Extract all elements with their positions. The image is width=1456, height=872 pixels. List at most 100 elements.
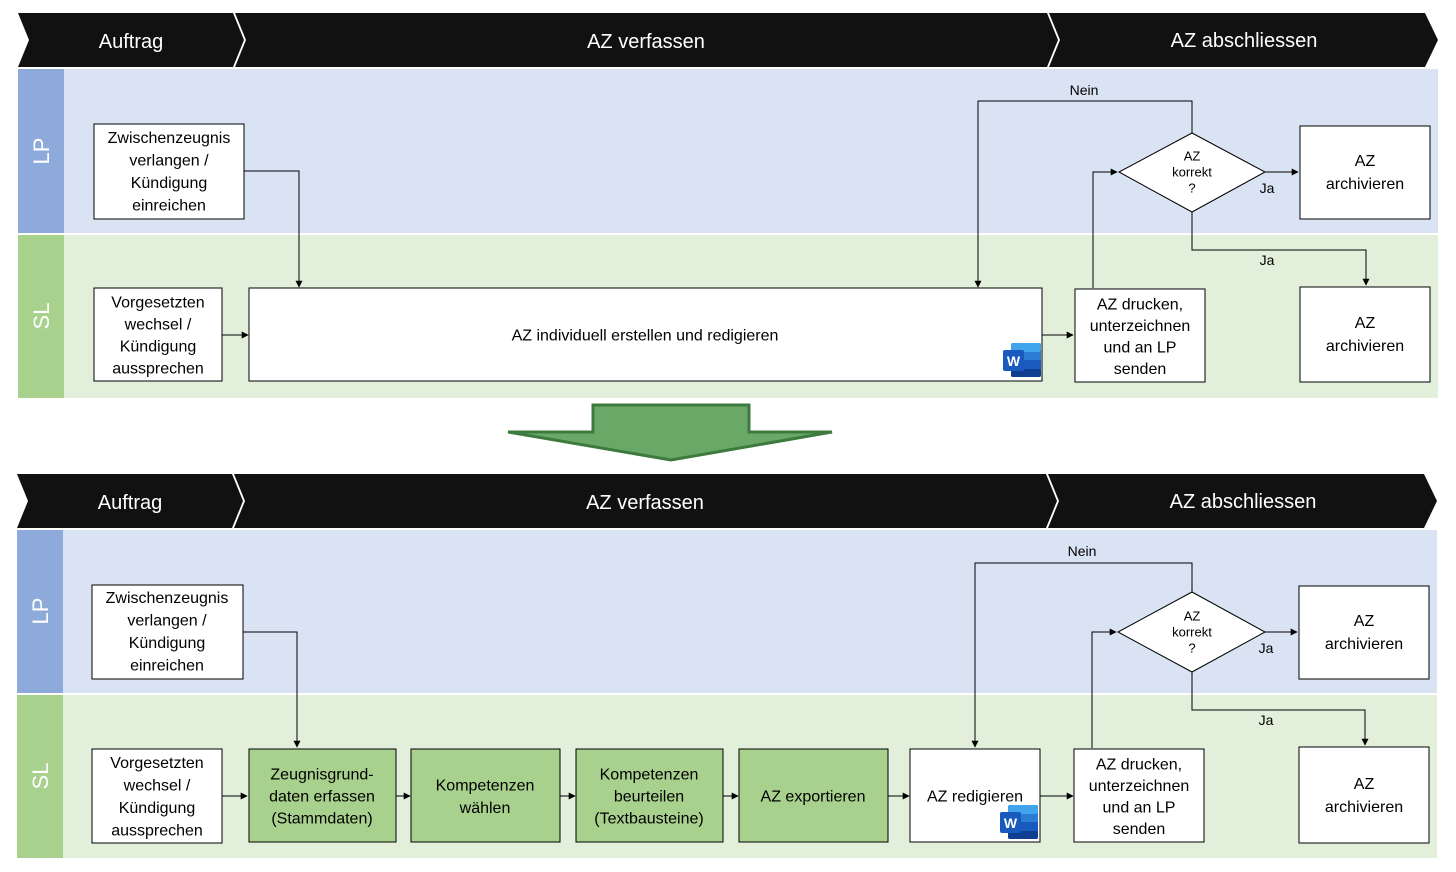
box-text-create-az: AZ individuell erstellen und redigieren	[512, 328, 779, 345]
connector	[1091, 628, 1117, 748]
text-line: wählen	[459, 800, 511, 817]
phase-chevron-az-verfassen	[235, 13, 1058, 67]
text-line: und an LP	[1103, 799, 1176, 816]
phase-chevron-az-abschliessen	[1049, 13, 1438, 67]
text-line: Kompetenzen	[436, 777, 535, 794]
text-line: Kündigung	[129, 635, 206, 652]
bottom-phase-bar: Auftrag AZ verfassen AZ abschliessen	[17, 474, 1437, 528]
lane-lp-background	[63, 530, 1437, 693]
text-line: ?	[1188, 181, 1195, 196]
lane-label-lp: LP	[28, 598, 53, 625]
phase-label-az-abschliessen: AZ abschliessen	[1171, 30, 1318, 52]
text-line: korrekt	[1172, 165, 1212, 180]
text-line: AZ exportieren	[761, 789, 866, 806]
top-diagram: Auftrag AZ verfassen AZ abschliessen LP …	[18, 13, 1438, 398]
text-line: aussprechen	[111, 822, 203, 839]
box-archive-sl	[1298, 746, 1430, 844]
connector	[243, 631, 301, 748]
text-line: AZ	[1355, 153, 1376, 170]
label-yes: Ja	[1260, 252, 1275, 268]
box-step-kompetenzen-waehlen	[410, 748, 561, 843]
label-yes: Ja	[1260, 180, 1275, 196]
text-line: (Stammdaten)	[271, 811, 372, 828]
text-line: ?	[1188, 641, 1195, 656]
box-text-step-kompetenzen-waehlen: Kompetenzen wählen	[436, 777, 535, 817]
box-print-send	[1073, 748, 1205, 843]
text-line: AZ	[1354, 776, 1375, 793]
word-icon-letter: W	[1007, 353, 1021, 369]
down-arrow-icon	[507, 403, 833, 462]
box-text-step-stammdaten: Zeugnisgrund-daten erfassen(Stammdaten)	[269, 767, 375, 828]
connector	[974, 100, 1193, 288]
lane-sl-label-bg	[17, 695, 63, 858]
text-line: Vorgesetzten	[111, 295, 204, 312]
phase-label-az-verfassen: AZ verfassen	[587, 31, 705, 53]
text-line: archivieren	[1325, 799, 1403, 816]
text-line: einreichen	[130, 657, 204, 674]
box-sl-start	[93, 287, 223, 382]
text-line: Zwischenzeugnis	[108, 130, 231, 147]
text-line: wechsel /	[124, 317, 192, 334]
phase-chevron-az-verfassen	[234, 474, 1057, 528]
text-line: wechsel /	[123, 777, 191, 794]
text-line: AZ	[1184, 149, 1201, 164]
text-line: AZ redigieren	[927, 789, 1023, 806]
connector	[1191, 672, 1369, 746]
phase-label-az-verfassen: AZ verfassen	[586, 492, 704, 514]
top-phase-bar: Auftrag AZ verfassen AZ abschliessen	[18, 13, 1438, 67]
box-step-kompetenzen-beurteilen	[575, 748, 724, 843]
text-line: AZ	[1184, 609, 1201, 624]
lane-lp-label-bg	[17, 530, 63, 693]
word-icon-letter: W	[1004, 815, 1018, 831]
phase-chevron-auftrag	[17, 474, 243, 528]
text-line: senden	[1114, 361, 1167, 378]
lane-label-sl: SL	[28, 763, 53, 790]
text-line: unterzeichnen	[1089, 778, 1190, 795]
top-connectors	[222, 100, 1370, 339]
lane-sl-label-bg	[18, 235, 64, 398]
label-no: Nein	[1070, 82, 1099, 98]
text-line: AZ drucken,	[1096, 756, 1182, 773]
connector	[1191, 212, 1370, 286]
lane-lp-background	[64, 69, 1438, 233]
phase-label-az-abschliessen: AZ abschliessen	[1170, 491, 1317, 513]
text-line: daten erfassen	[269, 789, 375, 806]
text-line: archivieren	[1326, 338, 1404, 355]
box-archive-lp	[1299, 125, 1431, 220]
box-print-send	[1074, 288, 1206, 383]
text-line: einreichen	[132, 197, 206, 214]
text-line: Kündigung	[119, 800, 196, 817]
box-archive-sl	[1299, 286, 1431, 383]
word-icon: W	[1003, 343, 1041, 377]
text-line: archivieren	[1325, 636, 1403, 653]
text-line: senden	[1113, 821, 1166, 838]
box-text-edit-az: AZ redigieren	[927, 789, 1023, 806]
text-line: Kündigung	[131, 175, 208, 192]
text-line: verlangen /	[129, 152, 209, 169]
connector	[971, 562, 1193, 748]
text-line: AZ	[1354, 613, 1375, 630]
box-text-step-exportieren: AZ exportieren	[761, 789, 866, 806]
label-yes: Ja	[1259, 640, 1274, 656]
phase-label-auftrag: Auftrag	[99, 31, 163, 53]
text-line: AZ individuell erstellen und redigieren	[512, 328, 779, 345]
phase-chevron-az-abschliessen	[1048, 474, 1437, 528]
text-line: korrekt	[1172, 625, 1212, 640]
bottom-diagram: Auftrag AZ verfassen AZ abschliessen LP …	[17, 474, 1437, 858]
box-create-az	[248, 287, 1043, 382]
text-line: verlangen /	[127, 612, 207, 629]
label-yes: Ja	[1259, 712, 1274, 728]
box-text-lp-start: Zwischenzeugnis verlangen / Kündigung einre…	[108, 130, 231, 215]
lane-label-lp: LP	[29, 138, 54, 165]
text-line: Kompetenzen	[600, 767, 699, 784]
connector	[1092, 168, 1118, 288]
box-text-archive-lp: AZ archivieren	[1325, 613, 1403, 653]
box-archive-lp	[1298, 585, 1430, 680]
text-line: aussprechen	[112, 361, 204, 378]
box-lp-start	[91, 584, 244, 680]
bottom-connectors	[222, 562, 1369, 800]
text-line: Vorgesetzten	[110, 755, 203, 772]
